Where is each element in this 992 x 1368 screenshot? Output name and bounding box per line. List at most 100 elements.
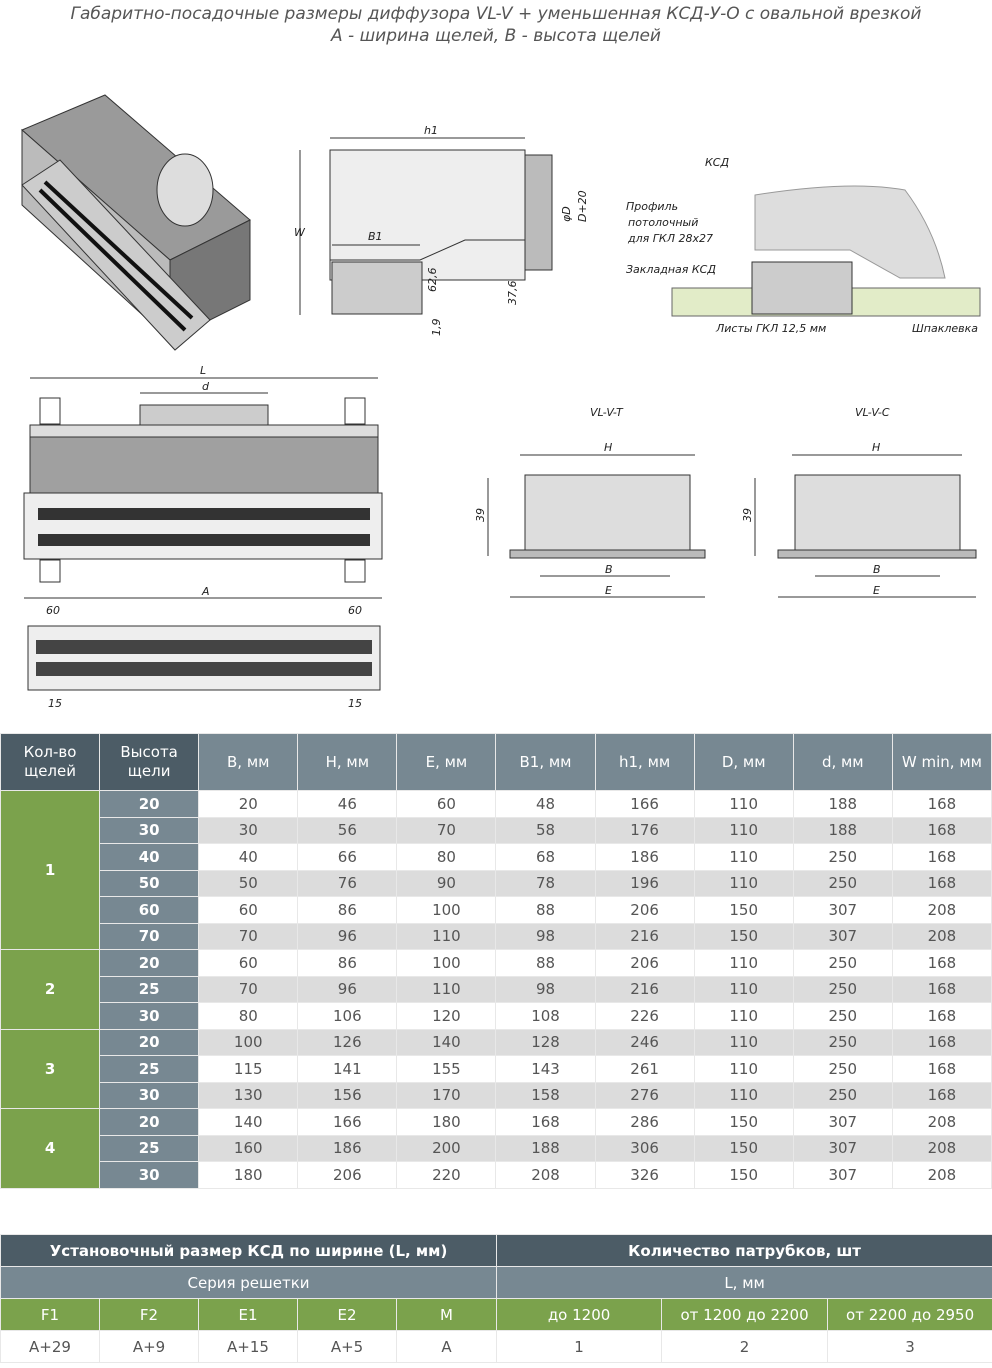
value-cell: 60 <box>198 896 299 924</box>
value-cell: 166 <box>594 790 695 818</box>
value-cell: 126 <box>297 1028 398 1056</box>
value-cell: 86 <box>297 949 398 977</box>
value-cell: 58 <box>495 816 596 844</box>
drawing-label: 1,9 <box>430 319 443 337</box>
value-cell: 188 <box>792 790 893 818</box>
installation-table: Установочный размер КСД по ширине (L, мм… <box>0 1234 992 1363</box>
value-cell: 307 <box>792 1161 893 1189</box>
value-cell: 168 <box>891 1028 992 1056</box>
value-cell: 168 <box>495 1108 596 1136</box>
value-cell: 180 <box>198 1161 299 1189</box>
value-cell: 110 <box>693 949 794 977</box>
value-cell: 158 <box>495 1081 596 1109</box>
value-cell: 250 <box>792 1081 893 1109</box>
value-cell: 306 <box>594 1134 695 1162</box>
drawing-label: VL-V-T <box>590 406 624 419</box>
value-cell: 86 <box>297 896 398 924</box>
value-cell: 156 <box>297 1081 398 1109</box>
value-cell: 250 <box>792 869 893 897</box>
drawing-label: B <box>605 563 613 576</box>
front-view: L d A 60 60 15 15 <box>23 364 383 710</box>
series-header: F1 <box>0 1298 100 1331</box>
column-header: Высота щели <box>99 733 200 791</box>
value-cell: 220 <box>396 1161 497 1189</box>
value-cell: 200 <box>396 1134 497 1162</box>
value-cell: 250 <box>792 1002 893 1030</box>
value-cell: 170 <box>396 1081 497 1109</box>
slot-count-cell: 3 <box>0 1028 101 1109</box>
value-cell: 307 <box>792 896 893 924</box>
value-cell: 226 <box>594 1002 695 1030</box>
series-value: A+15 <box>198 1330 298 1363</box>
value-cell: 150 <box>693 922 794 950</box>
drawing-label: B1 <box>368 230 383 243</box>
value-cell: 168 <box>891 975 992 1003</box>
value-cell: 168 <box>891 843 992 871</box>
range-header: от 1200 до 2200 <box>661 1298 829 1331</box>
value-cell: 96 <box>297 922 398 950</box>
slot-height-cell: 30 <box>99 816 200 844</box>
nozzle-count: 2 <box>661 1330 829 1363</box>
value-cell: 168 <box>891 1002 992 1030</box>
value-cell: 250 <box>792 843 893 871</box>
value-cell: 80 <box>396 843 497 871</box>
slot-height-cell: 20 <box>99 790 200 818</box>
value-cell: 110 <box>693 790 794 818</box>
value-cell: 143 <box>495 1055 596 1083</box>
column-header: H, мм <box>297 733 398 791</box>
column-header: Кол-во щелей <box>0 733 101 791</box>
value-cell: 250 <box>792 949 893 977</box>
slot-height-cell: 60 <box>99 896 200 924</box>
value-cell: 110 <box>693 1028 794 1056</box>
value-cell: 66 <box>297 843 398 871</box>
value-cell: 188 <box>792 816 893 844</box>
slot-height-cell: 30 <box>99 1161 200 1189</box>
value-cell: 30 <box>198 816 299 844</box>
value-cell: 96 <box>297 975 398 1003</box>
value-cell: 216 <box>594 922 695 950</box>
page-title: Габаритно-посадочные размеры диффузора V… <box>70 4 922 24</box>
value-cell: 106 <box>297 1002 398 1030</box>
value-cell: 186 <box>594 843 695 871</box>
column-header: E, мм <box>396 733 497 791</box>
drawing-label: 15 <box>48 697 62 710</box>
column-header: B1, мм <box>495 733 596 791</box>
value-cell: 206 <box>594 949 695 977</box>
section-vl-v-t: VL-V-T H 39 B E <box>474 406 706 598</box>
value-cell: 208 <box>495 1161 596 1189</box>
value-cell: 208 <box>891 1161 992 1189</box>
drawing-label: Листы ГКЛ 12,5 мм <box>715 322 826 335</box>
side-view: h1 W B1 62,6 37,6 1,9 φD D+20 <box>294 124 589 336</box>
value-cell: 76 <box>297 869 398 897</box>
drawing-label: VL-V-C <box>855 406 890 419</box>
drawing-label: 39 <box>474 508 487 522</box>
column-header: W min, мм <box>891 733 992 791</box>
nozzle-count: 3 <box>827 1330 992 1363</box>
value-cell: 108 <box>495 1002 596 1030</box>
value-cell: 180 <box>396 1108 497 1136</box>
slot-height-cell: 20 <box>99 1108 200 1136</box>
slot-count-cell: 4 <box>0 1108 101 1189</box>
value-cell: 48 <box>495 790 596 818</box>
value-cell: 60 <box>396 790 497 818</box>
slot-count-cell: 1 <box>0 790 101 950</box>
value-cell: 100 <box>396 896 497 924</box>
drawing-label: φD <box>560 206 573 222</box>
series-value: A+29 <box>0 1330 100 1363</box>
value-cell: 56 <box>297 816 398 844</box>
value-cell: 155 <box>396 1055 497 1083</box>
value-cell: 208 <box>891 1108 992 1136</box>
value-cell: 110 <box>693 843 794 871</box>
series-value: A <box>395 1330 498 1363</box>
value-cell: 208 <box>891 896 992 924</box>
value-cell: 168 <box>891 949 992 977</box>
section-vl-v-c: VL-V-C H 39 B E <box>741 406 977 598</box>
value-cell: 250 <box>792 975 893 1003</box>
